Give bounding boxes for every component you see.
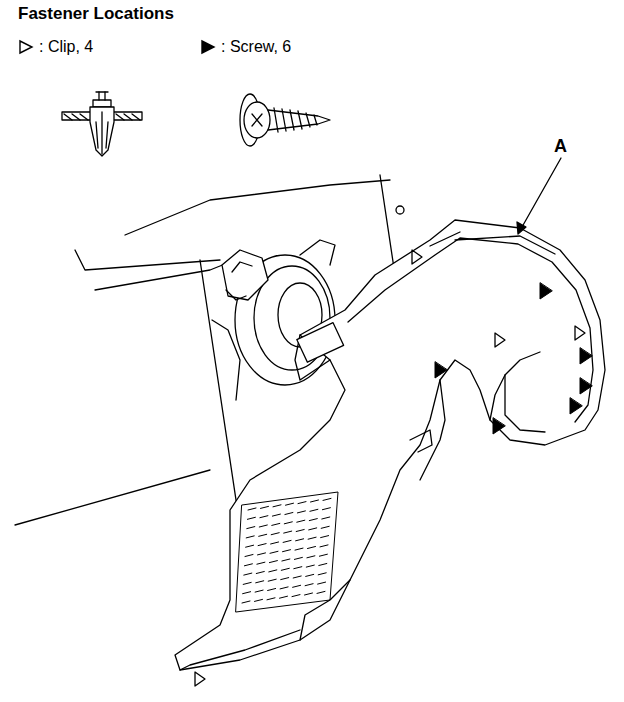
grille-slot (318, 573, 326, 575)
grille-slot (308, 537, 316, 539)
legend-entry: : Clip, 4 (18, 38, 93, 56)
grille-slot (280, 587, 288, 589)
grille-slot (244, 573, 252, 575)
part-label: A (554, 136, 567, 157)
grille-slot (308, 547, 316, 549)
grille-slot (244, 564, 252, 566)
grille-slot (246, 545, 254, 547)
grille-slot (259, 525, 267, 527)
clip-icon (62, 92, 142, 156)
grille-slot (283, 550, 291, 552)
grille-slot (309, 519, 317, 521)
grille-slot (321, 526, 329, 528)
grille-slot (293, 585, 301, 587)
grille-slot (305, 593, 313, 595)
grille-slot (261, 506, 269, 508)
grille-slot (292, 595, 300, 597)
grille-slot (318, 582, 326, 584)
fender-liner (175, 220, 605, 670)
grille-slot (272, 514, 280, 516)
grille-slot (285, 513, 293, 515)
grille-slot (284, 531, 292, 533)
grille-slot (243, 592, 251, 594)
grille-slot (242, 601, 250, 603)
screw-symbol (200, 39, 216, 55)
grille-slot (256, 581, 264, 583)
grille-slot (306, 565, 314, 567)
grille-slot (305, 584, 313, 586)
clip-marker (195, 250, 585, 686)
grille-slot (267, 598, 275, 600)
grille-slot (258, 553, 266, 555)
grille-slot (255, 590, 263, 592)
grille-slot (273, 505, 281, 507)
grille-slot (323, 498, 331, 500)
grille-slot (258, 544, 266, 546)
grille-slot (296, 530, 304, 532)
grille-slot (269, 561, 277, 563)
brake-assembly (212, 240, 335, 400)
grille-slot (319, 564, 327, 566)
grille-slot (293, 576, 301, 578)
grille-slot (297, 511, 305, 513)
grille-slot (268, 589, 276, 591)
grille-slot (284, 522, 292, 524)
grille-slot (309, 528, 317, 530)
grille-slot (272, 523, 280, 525)
grille-slot (310, 509, 318, 511)
grille-slot (297, 520, 305, 522)
grille-slot (247, 517, 255, 519)
grille-slot (245, 555, 253, 557)
vent-grille (236, 492, 338, 612)
grille-slot (247, 527, 255, 529)
grille-slot (296, 539, 304, 541)
grille-slot (306, 574, 314, 576)
grille-slot (307, 556, 315, 558)
grille-slot (248, 508, 256, 510)
grille-slot (282, 559, 290, 561)
grille-slot (271, 533, 279, 535)
grille-slot (286, 503, 294, 505)
grille-slot (320, 545, 328, 547)
grille-slot (269, 570, 277, 572)
grille-slot (294, 567, 302, 569)
clip-symbol (18, 39, 34, 55)
grille-slot (321, 536, 329, 538)
grille-slot (257, 562, 265, 564)
grille-slot (294, 557, 302, 559)
grille-slot (256, 572, 264, 574)
grille-slot (270, 551, 278, 553)
grille-slot (322, 508, 330, 510)
grille-slot (319, 554, 327, 556)
grille-slot (317, 591, 325, 593)
grille-slot (281, 578, 289, 580)
grille-slot (259, 534, 267, 536)
grille-slot (268, 579, 276, 581)
grille-slot (280, 596, 288, 598)
grille-slot (295, 548, 303, 550)
screw-icon (240, 94, 330, 146)
grille-slot (322, 517, 330, 519)
legend-text: : Screw, 6 (221, 38, 291, 56)
grille-slot (311, 500, 319, 502)
legend-text: : Clip, 4 (39, 38, 93, 56)
leader-line (517, 158, 561, 234)
legend-entry: : Screw, 6 (200, 38, 291, 56)
grille-slot (260, 516, 268, 518)
screw-marker (435, 283, 592, 434)
grille-slot (283, 540, 291, 542)
grille-slot (271, 542, 279, 544)
grille-slot (255, 599, 263, 601)
grille-slot (281, 568, 289, 570)
grille-slot (243, 582, 251, 584)
grille-slot (298, 502, 306, 504)
grille-slot (246, 536, 254, 538)
title: Fastener Locations (18, 4, 174, 24)
